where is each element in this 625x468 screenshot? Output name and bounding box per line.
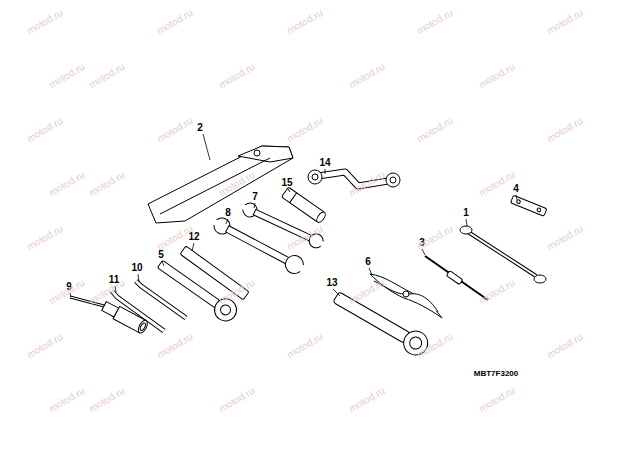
watermark: motod.ru: [47, 386, 86, 414]
watermark: motod.ru: [155, 332, 194, 360]
callout-number: 1: [463, 208, 469, 218]
callout-number: 15: [281, 178, 292, 188]
watermark: motod.ru: [47, 62, 86, 90]
watermark: motod.ru: [347, 386, 386, 414]
watermark: motod.ru: [155, 116, 194, 144]
watermark: motod.ru: [477, 278, 516, 306]
watermark: motod.ru: [545, 224, 584, 252]
watermark: motod.ru: [545, 332, 584, 360]
watermark: motod.ru: [347, 278, 386, 306]
watermark: motod.ru: [477, 62, 516, 90]
watermark: motod.ru: [285, 332, 324, 360]
callout-number: 2: [197, 123, 203, 133]
watermark: motod.ru: [477, 386, 516, 414]
watermark: motod.ru: [155, 8, 194, 36]
part-code: MBT7F3200: [474, 370, 518, 378]
callout-number: 14: [319, 158, 330, 168]
callout-number: 4: [513, 184, 519, 194]
watermark: motod.ru: [477, 170, 516, 198]
watermark: motod.ru: [217, 62, 256, 90]
watermark: motod.ru: [415, 116, 454, 144]
watermark: motod.ru: [285, 116, 324, 144]
watermark: motod.ru: [25, 116, 64, 144]
watermark: motod.ru: [545, 116, 584, 144]
callout-number: 10: [131, 263, 142, 273]
watermark: motod.ru: [347, 62, 386, 90]
watermark: motod.ru: [415, 224, 454, 252]
watermark: motod.ru: [285, 8, 324, 36]
watermark: motod.ru: [87, 386, 126, 414]
watermark: motod.ru: [25, 8, 64, 36]
watermark: motod.ru: [87, 62, 126, 90]
watermark: motod.ru: [415, 8, 454, 36]
watermark: motod.ru: [87, 170, 126, 198]
callout-number: 13: [326, 278, 337, 288]
watermark: motod.ru: [545, 8, 584, 36]
watermark: motod.ru: [47, 170, 86, 198]
watermark: motod.ru: [217, 386, 256, 414]
callout-number: 6: [365, 257, 371, 267]
callout-number: 8: [225, 208, 231, 218]
callout-number: 7: [252, 192, 258, 202]
watermark: motod.ru: [25, 224, 64, 252]
watermark: motod.ru: [25, 332, 64, 360]
